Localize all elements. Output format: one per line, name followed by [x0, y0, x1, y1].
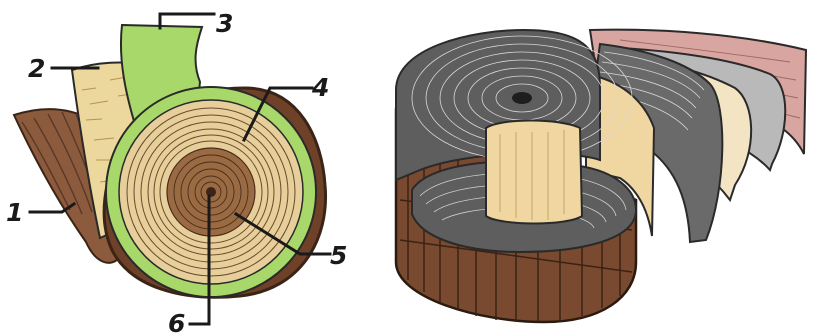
label-3: 3: [216, 9, 233, 38]
label-4: 4: [311, 73, 329, 102]
label-1: 1: [6, 198, 23, 227]
cylinder-pith: [512, 92, 532, 104]
label-2: 2: [28, 54, 45, 83]
label-6: 6: [168, 309, 185, 335]
label-5: 5: [330, 241, 347, 270]
trunk-cross-section-figure: 1 2 3 4 5 6: [6, 9, 347, 335]
trunk-cutaway-3d-figure: [396, 30, 806, 322]
